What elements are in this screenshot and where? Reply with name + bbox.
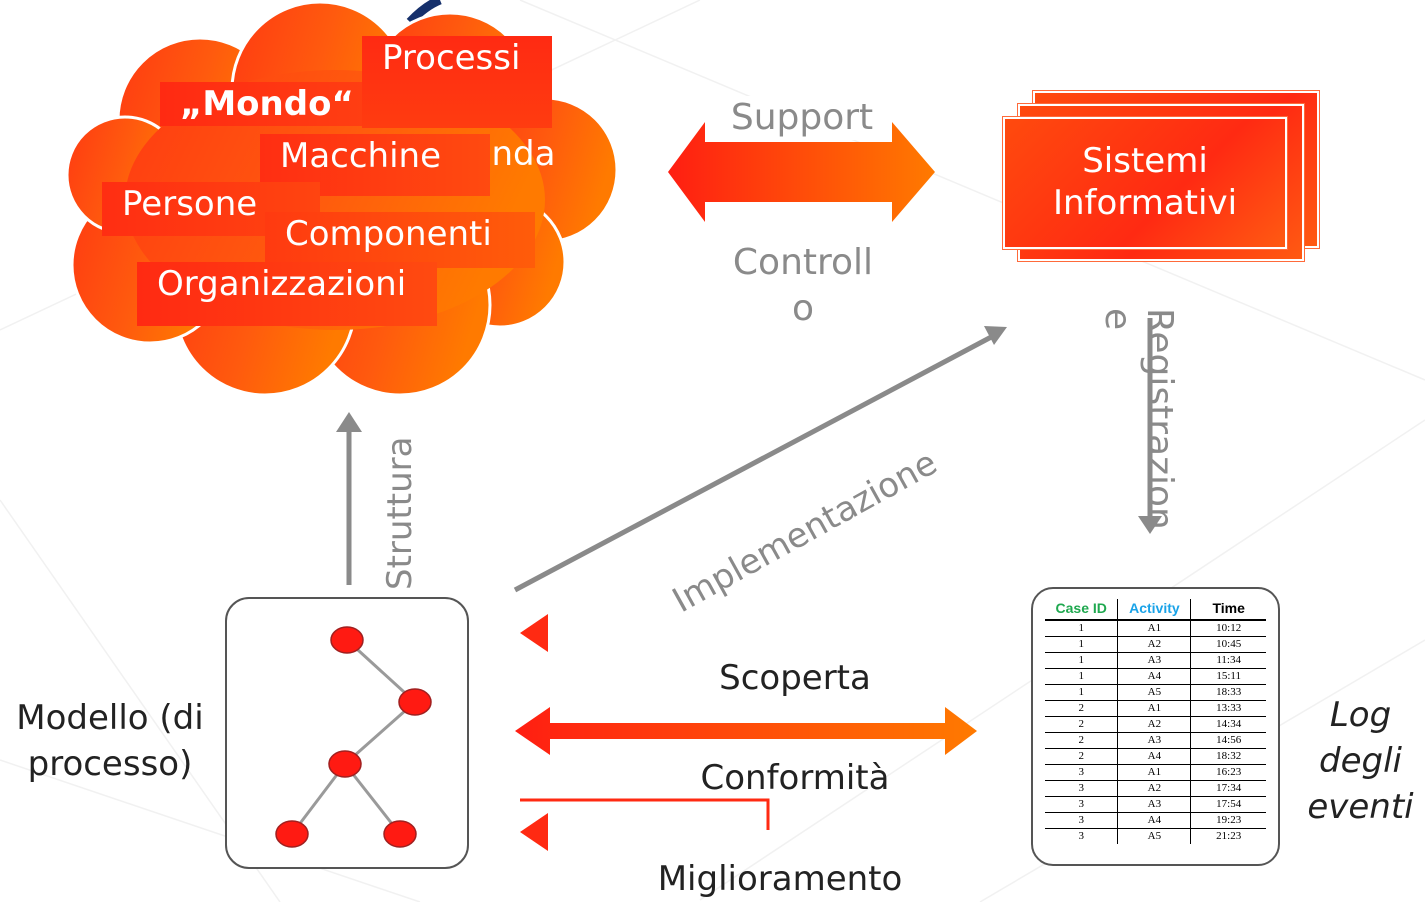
implementation-arrow — [513, 326, 1007, 593]
cell-time: 18:33 — [1190, 684, 1266, 701]
support-label: Support — [712, 96, 892, 140]
process-model-label: Modello (di processo) — [16, 698, 204, 784]
cell-activity: A2 — [1117, 780, 1191, 797]
structure-arrow — [336, 412, 362, 585]
header-time: Time — [1190, 599, 1266, 621]
cell-activity: A4 — [1117, 668, 1191, 685]
cell-activity: A3 — [1117, 652, 1191, 669]
cell-time: 21:23 — [1190, 828, 1266, 844]
structure-label: Struttura — [380, 436, 420, 590]
process-model-card — [225, 597, 469, 869]
world-componenti: Componenti — [265, 212, 535, 268]
tree-node-2 — [398, 688, 432, 716]
enhancement-arrow — [520, 798, 967, 851]
cell-activity: A2 — [1117, 716, 1191, 733]
world-organizzazioni: Organizzazioni — [137, 262, 437, 326]
cell-case-id: 3 — [1045, 780, 1118, 797]
cell-case-id: 1 — [1045, 636, 1118, 653]
cell-case-id: 2 — [1045, 700, 1118, 717]
control-label: Controllo — [732, 242, 874, 329]
top-arc-decoration — [406, 0, 442, 26]
cell-case-id: 3 — [1045, 764, 1118, 781]
cell-time: 14:34 — [1190, 716, 1266, 733]
tree-node-3 — [328, 750, 362, 778]
cell-activity: A2 — [1117, 636, 1191, 653]
cell-case-id: 2 — [1045, 716, 1118, 733]
support-control-arrow — [668, 122, 935, 222]
systems-line-1: Sistemi — [1082, 141, 1208, 181]
tree-node-leaf-right — [383, 820, 417, 848]
cell-time: 18:32 — [1190, 748, 1266, 765]
discovery-arrow — [520, 614, 967, 652]
cell-case-id: 2 — [1045, 732, 1118, 749]
registration-arrow — [1138, 318, 1162, 534]
tree-node-leaf-left — [275, 820, 309, 848]
registration-label: Registrazione — [1097, 308, 1180, 530]
cell-activity: A3 — [1117, 732, 1191, 749]
world-processi: Processi — [362, 36, 552, 128]
cell-case-id: 3 — [1045, 812, 1118, 829]
enhancement-label: Miglioramento — [657, 859, 903, 899]
cell-case-id: 1 — [1045, 652, 1118, 669]
cell-activity: A1 — [1117, 620, 1191, 637]
systems-card-front — [1003, 117, 1287, 249]
cell-time: 15:11 — [1190, 668, 1266, 685]
cell-time: 16:23 — [1190, 764, 1266, 781]
conformance-arrow — [515, 707, 977, 755]
cell-activity: A1 — [1117, 700, 1191, 717]
world-title: „Mondo“ — [160, 82, 374, 126]
cell-activity: A5 — [1117, 828, 1191, 844]
cell-activity: A3 — [1117, 796, 1191, 813]
cell-time: 14:56 — [1190, 732, 1266, 749]
cell-case-id: 1 — [1045, 620, 1118, 637]
header-case-id: Case ID — [1045, 599, 1118, 621]
cell-case-id: 1 — [1045, 684, 1118, 701]
conformance-label: Conformità — [700, 758, 890, 798]
event-log-label: Log degli eventi — [1307, 695, 1414, 827]
cell-activity: A4 — [1117, 748, 1191, 765]
cell-activity: A1 — [1117, 764, 1191, 781]
cell-activity: A4 — [1117, 812, 1191, 829]
discovery-label: Scoperta — [719, 658, 871, 698]
cell-time: 10:12 — [1190, 620, 1266, 637]
cell-case-id: 3 — [1045, 796, 1118, 813]
systems-label: Sistemi Informativi — [1003, 140, 1287, 224]
cell-time: 13:33 — [1190, 700, 1266, 717]
cell-activity: A5 — [1117, 684, 1191, 701]
process-model-tree — [275, 626, 432, 848]
cell-case-id: 3 — [1078, 830, 1084, 842]
systems-line-2: Informativi — [1052, 183, 1238, 223]
cell-time: 19:23 — [1190, 812, 1266, 829]
cell-time: 11:34 — [1190, 652, 1266, 669]
cell-time: 17:54 — [1190, 796, 1266, 813]
cell-time: 10:45 — [1190, 636, 1266, 653]
cell-case-id: 1 — [1045, 668, 1118, 685]
header-activity: Activity — [1117, 599, 1191, 621]
cell-time: 17:34 — [1190, 780, 1266, 797]
tree-node-root — [330, 626, 364, 654]
cell-case-id: 2 — [1045, 748, 1118, 765]
event-log-header-row: Case ID Activity Time — [1045, 599, 1266, 621]
